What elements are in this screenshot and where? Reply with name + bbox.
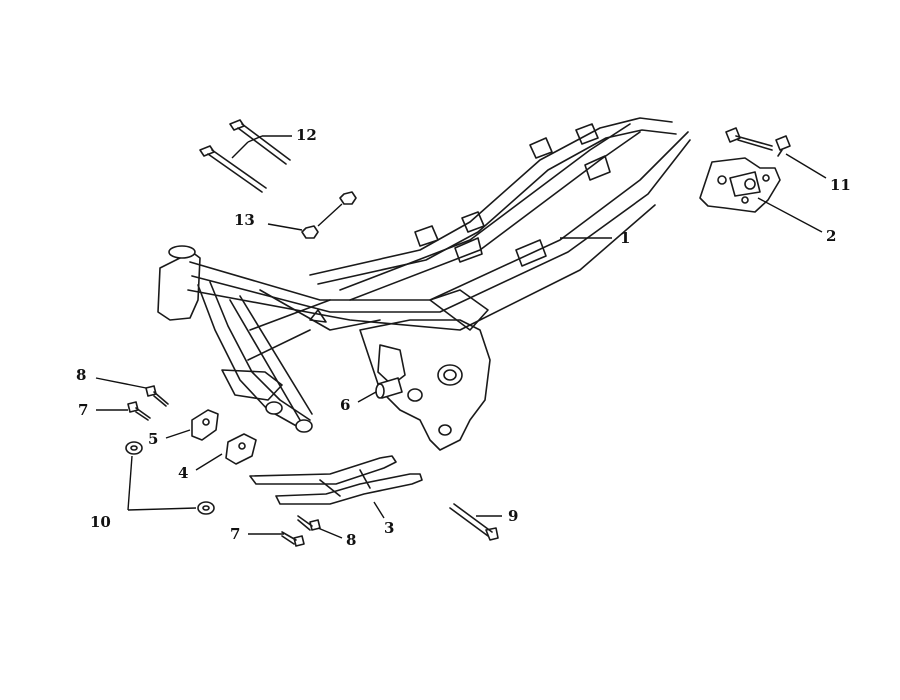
leader-lines (95, 135, 827, 539)
callout-5: 5 (148, 430, 159, 448)
bush-6 (375, 377, 403, 399)
long-bolts-12 (199, 119, 291, 193)
callout-8-bottom: 8 (346, 531, 357, 549)
nuts-13 (301, 191, 357, 239)
callout-11: 11 (830, 176, 851, 194)
callout-4: 4 (178, 464, 189, 482)
callout-7-left: 7 (78, 401, 89, 419)
long-bolt-9 (449, 503, 499, 541)
callout-8-left: 8 (76, 366, 87, 384)
callout-3: 3 (384, 519, 395, 537)
bolts-bottom (281, 515, 321, 547)
lower-bar-3 (249, 455, 423, 505)
bolt-pair-11 (725, 127, 791, 157)
mount-4 (225, 433, 257, 465)
callout-2: 2 (826, 227, 837, 245)
callout-9: 9 (508, 507, 519, 525)
callout-13: 13 (234, 211, 255, 229)
main-frame (157, 117, 691, 451)
callout-6: 6 (340, 396, 351, 414)
mount-5 (191, 409, 219, 441)
bolts-left (127, 385, 169, 421)
callout-12: 12 (296, 126, 317, 144)
callout-1: 1 (620, 229, 631, 247)
callout-7-bottom: 7 (230, 525, 241, 543)
callout-10: 10 (90, 513, 111, 531)
nuts-10 (125, 441, 215, 515)
